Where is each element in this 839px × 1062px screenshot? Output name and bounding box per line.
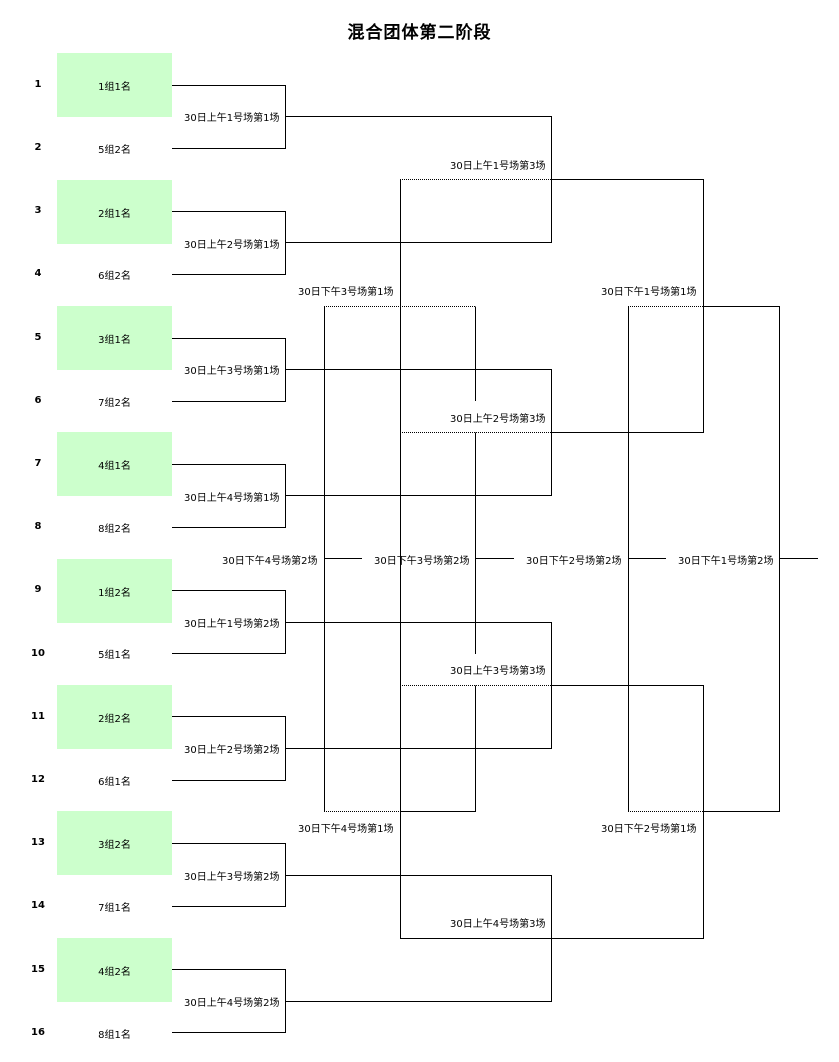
seed-number: 9	[34, 584, 42, 595]
seed-number: 13	[31, 837, 45, 848]
match-label: 30日上午1号场第1场	[184, 113, 280, 124]
bracket-line	[400, 685, 476, 812]
team-slot: 1组1名	[57, 53, 172, 117]
match-label: 30日下午2号场第2场	[526, 556, 622, 567]
match-label: 30日上午4号场第3场	[450, 919, 546, 930]
match-label: 30日上午3号场第2场	[184, 872, 280, 883]
team-slot: 2组2名	[57, 685, 172, 749]
match-label: 30日上午1号场第2场	[184, 619, 280, 630]
seed-number: 6	[34, 395, 42, 406]
match-label: 30日下午1号场第1场	[601, 287, 697, 298]
match-label: 30日上午4号场第2场	[184, 998, 280, 1009]
match-label: 30日上午3号场第3场	[450, 666, 546, 677]
match-label: 30日上午2号场第2场	[184, 745, 280, 756]
seed-number: 8	[34, 521, 42, 532]
team-slot: 5组2名	[98, 144, 131, 156]
team-slot: 7组1名	[98, 902, 131, 914]
match-label: 30日上午2号场第3场	[450, 414, 546, 425]
team-slot: 4组1名	[57, 432, 172, 496]
seed-number: 2	[34, 142, 42, 153]
team-slot: 3组2名	[57, 811, 172, 875]
seed-number: 7	[34, 458, 42, 469]
match-label: 30日上午3号场第1场	[184, 366, 280, 377]
match-label: 30日下午3号场第2场	[374, 556, 470, 567]
seed-number: 1	[34, 79, 42, 90]
team-slot: 7组2名	[98, 397, 131, 409]
match-label: 30日下午4号场第2场	[222, 556, 318, 567]
team-slot: 6组1名	[98, 776, 131, 788]
team-slot: 3组1名	[57, 306, 172, 370]
page-title: 混合团体第二阶段	[347, 23, 492, 43]
match-label: 30日上午2号场第1场	[184, 240, 280, 251]
seed-number: 5	[34, 332, 42, 343]
team-slot: 2组1名	[57, 180, 172, 244]
seed-number: 16	[31, 1027, 45, 1038]
seed-number: 12	[31, 774, 45, 785]
seed-number: 15	[31, 964, 45, 975]
seed-number: 14	[31, 900, 45, 911]
team-slot: 4组2名	[57, 938, 172, 1002]
seed-number: 10	[31, 648, 45, 659]
match-label: 30日上午1号场第3场	[450, 161, 546, 172]
team-slot: 8组1名	[98, 1029, 131, 1041]
team-slot: 6组2名	[98, 270, 131, 282]
team-slot: 1组2名	[57, 559, 172, 623]
seed-number: 4	[34, 268, 42, 279]
seed-number: 3	[34, 205, 42, 216]
match-label: 30日下午4号场第1场	[298, 824, 394, 835]
team-slot: 5组1名	[98, 649, 131, 661]
match-label: 30日下午3号场第1场	[298, 287, 394, 298]
seed-number: 11	[31, 711, 45, 722]
match-label: 30日下午2号场第1场	[601, 824, 697, 835]
match-label: 30日下午1号场第2场	[678, 556, 774, 567]
team-slot: 8组2名	[98, 523, 131, 535]
match-label: 30日上午4号场第1场	[184, 493, 280, 504]
